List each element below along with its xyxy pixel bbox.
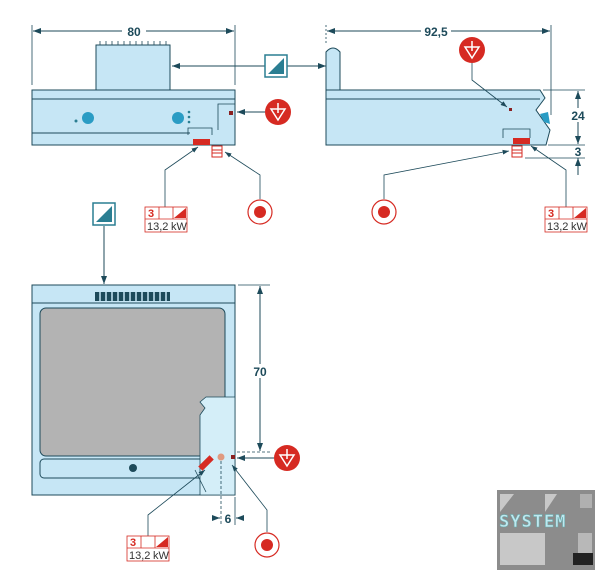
svg-text:13,2: 13,2 xyxy=(547,221,568,233)
vent-grille xyxy=(95,292,170,301)
system-logo: SYSTEM xyxy=(497,490,595,570)
electrical-terminal xyxy=(193,139,210,145)
svg-text:kW: kW xyxy=(153,550,170,562)
svg-text:3: 3 xyxy=(548,208,554,220)
svg-text:13,2: 13,2 xyxy=(147,221,168,233)
appliance-body xyxy=(31,89,236,146)
dimension-width-label: 80 xyxy=(127,25,141,39)
svg-text:kW: kW xyxy=(571,221,588,233)
equipotential-ground-icon xyxy=(458,36,486,64)
griddle-plate xyxy=(39,307,226,457)
electrical-connection-icon xyxy=(371,199,397,225)
control-knob xyxy=(82,112,94,124)
electrical-connection-icon xyxy=(254,532,280,558)
electrical-connection-icon xyxy=(247,199,273,225)
svg-text:6: 6 xyxy=(225,512,232,526)
svg-text:24: 24 xyxy=(571,109,585,123)
svg-text:3: 3 xyxy=(130,537,136,549)
svg-text:70: 70 xyxy=(253,365,267,379)
backsplash xyxy=(95,44,171,91)
svg-text:3: 3 xyxy=(148,208,154,220)
svg-text:SYSTEM: SYSTEM xyxy=(499,512,566,532)
control-knob xyxy=(172,112,184,124)
svg-text:3: 3 xyxy=(575,145,582,159)
svg-text:13,2: 13,2 xyxy=(129,550,150,562)
water-inlet-icon xyxy=(92,202,116,226)
equipotential-ground-icon xyxy=(273,444,301,472)
equipotential-ground-icon xyxy=(264,98,292,126)
svg-text:92,5: 92,5 xyxy=(424,25,448,39)
svg-text:kW: kW xyxy=(171,221,188,233)
water-inlet-icon xyxy=(264,54,288,78)
side-body xyxy=(325,89,551,146)
